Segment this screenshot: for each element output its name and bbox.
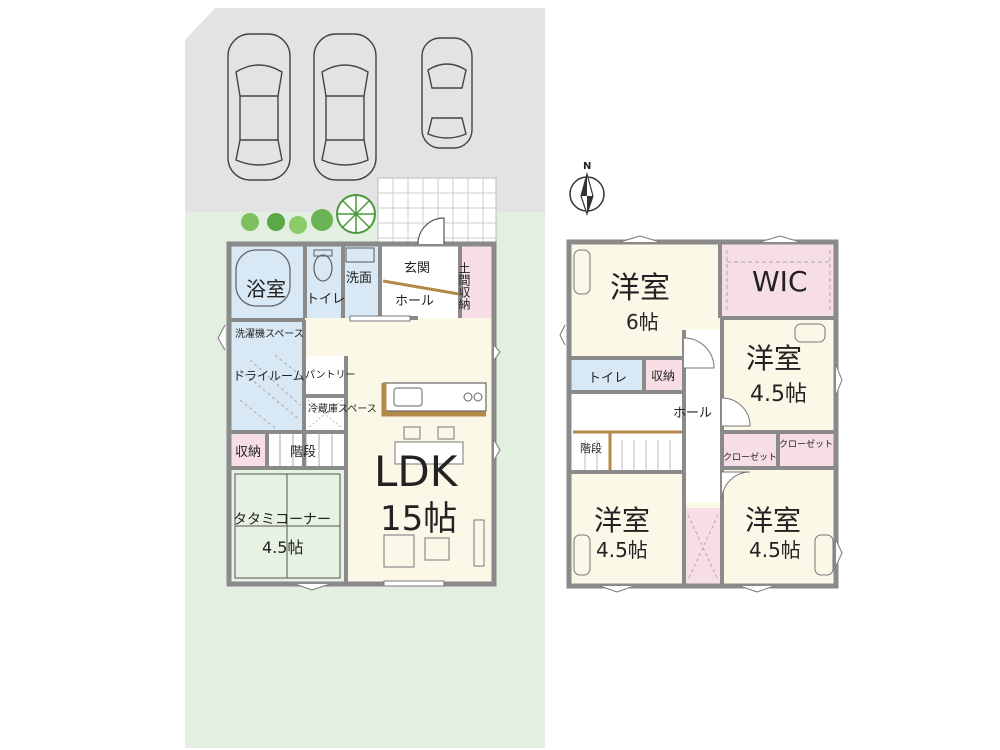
dry-room-label: ドライルーム <box>233 369 305 383</box>
closet-2f-a <box>722 432 778 468</box>
hall-1f-label: ホール <box>395 294 434 309</box>
shrub-icon <box>241 194 376 234</box>
hall-2f-label: ホール <box>673 406 712 421</box>
room-b-size-label: 4.5帖 <box>750 382 807 407</box>
ldk-label: LDK <box>374 447 459 496</box>
closet-b-label: クローゼット <box>779 438 833 450</box>
wic-label: WIC <box>752 265 808 298</box>
genkan-label: 玄関 <box>404 261 430 276</box>
closet-a-label: クローゼット <box>723 451 777 463</box>
toilet-2f-label: トイレ <box>588 371 627 386</box>
compass-icon: N <box>569 161 605 216</box>
car-icon <box>313 33 377 181</box>
tatami-label: タタミコーナー <box>233 512 331 528</box>
bath-label: 浴室 <box>246 277 286 301</box>
car-icon <box>421 37 473 149</box>
room-d-label: 洋室 <box>745 504 801 537</box>
doma-storage <box>460 244 494 318</box>
stairs-2f-label: 階段 <box>580 441 602 455</box>
car-icon <box>227 33 291 181</box>
storage-2f <box>644 358 684 392</box>
toilet-1f-label: トイレ <box>306 292 345 307</box>
floor2: 洋室 6帖 WIC 洋室 4.5帖 トイレ 収納 ホール 階段 クローゼット ク… <box>559 235 843 593</box>
closet-2f-b <box>778 432 836 468</box>
room-c-label: 洋室 <box>594 504 650 537</box>
doma-storage-label: 土間収納 <box>457 262 471 310</box>
stairs-1f-label: 階段 <box>290 445 316 460</box>
pantry-label: パントリー <box>305 369 356 381</box>
room-b-label: 洋室 <box>746 342 802 375</box>
room-a-label: 洋室 <box>610 271 670 306</box>
wic-room <box>720 242 836 318</box>
room-a-size-label: 6帖 <box>626 310 659 334</box>
room-c-size-label: 4.5帖 <box>596 538 648 562</box>
storage-1f <box>229 432 267 468</box>
storage-2f-label: 収納 <box>651 369 675 383</box>
room-d-size-label: 4.5帖 <box>749 538 801 562</box>
toilet-2f <box>569 358 644 392</box>
floor1: 浴室 トイレ 洗面 玄関 ホール 土間収納 洗濯機スペース ドライルーム パント… <box>217 217 501 591</box>
entrance-hall <box>380 244 460 318</box>
closet-2f-c <box>684 508 722 586</box>
compass-north-label: N <box>583 161 591 172</box>
pantry <box>304 356 346 396</box>
tatami-size-label: 4.5帖 <box>262 538 303 557</box>
storage-1f-label: 収納 <box>235 445 261 460</box>
fridge-space-label: 冷蔵庫スペース <box>308 402 377 415</box>
washer-space-label: 洗濯機スペース <box>235 327 304 340</box>
washroom-label: 洗面 <box>346 271 372 286</box>
ldk-size-label: 15帖 <box>380 499 457 539</box>
